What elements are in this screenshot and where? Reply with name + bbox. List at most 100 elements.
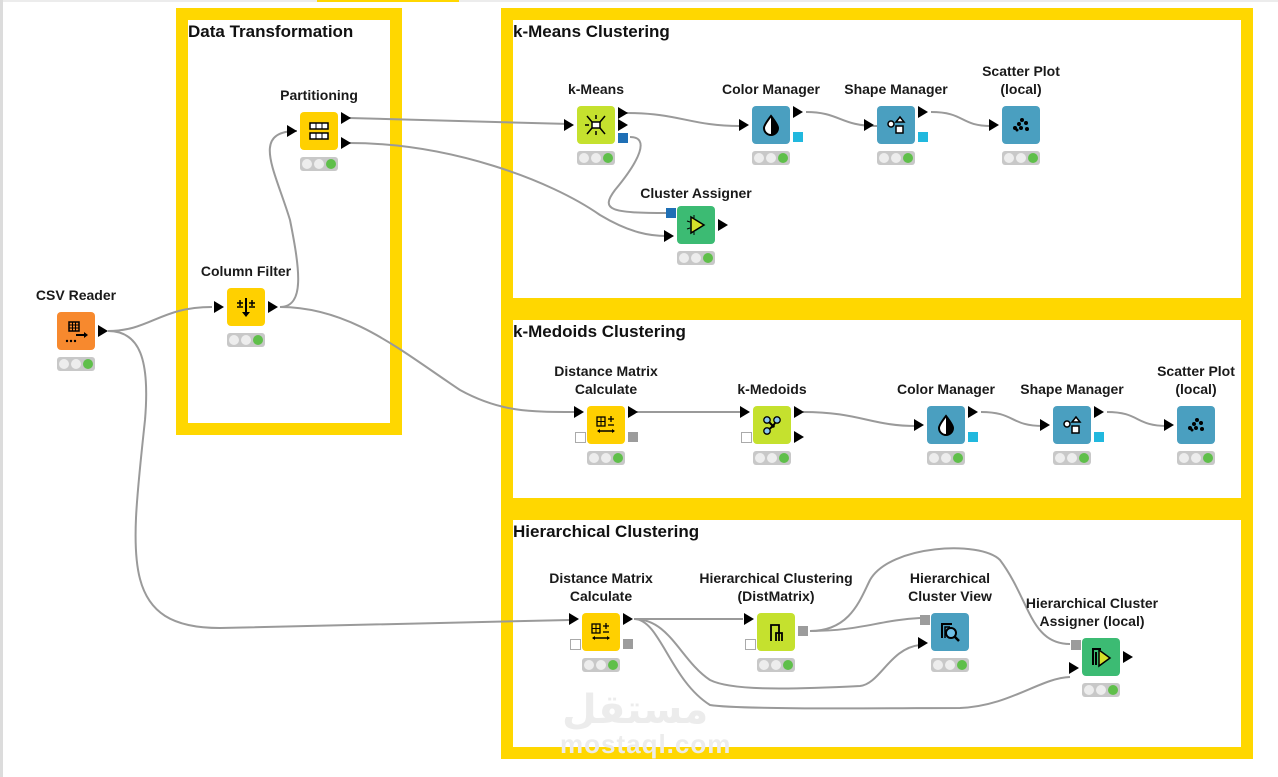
node-column-filter[interactable]: Column Filter <box>201 263 291 347</box>
watermark: مستقل mostaql.com <box>560 690 731 758</box>
label-line: Distance Matrix <box>549 570 653 586</box>
output-port[interactable] <box>1094 406 1104 418</box>
shape-model-port[interactable] <box>918 132 928 142</box>
output-port[interactable] <box>1123 651 1133 663</box>
optional-input-port[interactable] <box>575 432 586 443</box>
node-body[interactable] <box>300 112 338 150</box>
node-body[interactable] <box>927 406 965 444</box>
color-drop-icon <box>937 414 955 436</box>
status-indicator <box>57 357 95 371</box>
annotation-data-transformation[interactable]: Data Transformation <box>176 8 402 435</box>
output-port-1[interactable] <box>618 107 628 119</box>
node-cluster-assigner[interactable]: Cluster Assigner <box>640 185 752 265</box>
node-body[interactable] <box>753 406 791 444</box>
output-port[interactable] <box>98 325 108 337</box>
node-scatter-plot-1[interactable]: Scatter Plot(local) <box>982 63 1060 165</box>
node-label: Hierarchical Clustering(DistMatrix) <box>699 569 852 605</box>
input-port[interactable] <box>918 637 928 649</box>
optional-input-port[interactable] <box>745 639 756 650</box>
status-indicator <box>1082 683 1120 697</box>
node-csv-reader[interactable]: CSV Reader <box>36 287 116 371</box>
node-label: Cluster Assigner <box>640 185 752 201</box>
output-port[interactable] <box>968 406 978 418</box>
output-port[interactable] <box>918 106 928 118</box>
cluster-tree-input-port[interactable] <box>1071 640 1081 650</box>
distance-model-port[interactable] <box>628 432 638 442</box>
input-port[interactable] <box>564 119 574 131</box>
node-kmeans[interactable]: k-Means <box>564 81 628 165</box>
input-port[interactable] <box>1164 419 1174 431</box>
node-shape-manager-1[interactable]: Shape Manager <box>844 81 948 165</box>
output-port[interactable] <box>793 106 803 118</box>
node-body[interactable] <box>1002 106 1040 144</box>
input-port[interactable] <box>574 406 584 418</box>
node-body[interactable] <box>757 613 795 651</box>
shape-model-port[interactable] <box>1094 432 1104 442</box>
shapes-icon <box>887 115 906 134</box>
color-model-port[interactable] <box>968 432 978 442</box>
node-partitioning[interactable]: Partitioning <box>280 87 358 171</box>
node-body[interactable] <box>1082 638 1120 676</box>
node-body[interactable] <box>877 106 915 144</box>
color-model-port[interactable] <box>793 132 803 142</box>
label-line: (DistMatrix) <box>737 588 815 604</box>
canvas-top-border <box>0 0 1278 2</box>
input-port[interactable] <box>664 230 674 242</box>
input-port[interactable] <box>864 119 874 131</box>
output-port[interactable] <box>718 219 728 231</box>
node-scatter-plot-2[interactable]: Scatter Plot(local) <box>1157 363 1235 465</box>
output-port-1[interactable] <box>341 112 351 124</box>
output-port-1[interactable] <box>794 406 804 418</box>
input-port[interactable] <box>739 119 749 131</box>
node-body[interactable] <box>1177 406 1215 444</box>
output-port-2[interactable] <box>618 119 628 131</box>
output-port[interactable] <box>268 301 278 313</box>
output-port[interactable] <box>623 613 633 625</box>
node-body[interactable] <box>752 106 790 144</box>
partitioning-icon <box>309 122 329 140</box>
scatter-dots-icon <box>1013 118 1029 132</box>
optional-input-port[interactable] <box>741 432 752 443</box>
status-indicator <box>931 658 969 672</box>
node-body[interactable] <box>227 288 265 326</box>
input-port[interactable] <box>287 125 297 137</box>
input-port[interactable] <box>1040 419 1050 431</box>
annotation-title: k-Medoids Clustering <box>513 322 686 341</box>
node-body[interactable] <box>57 312 95 350</box>
node-body[interactable] <box>931 613 969 651</box>
model-input-port[interactable] <box>666 208 676 218</box>
node-kmedoids[interactable]: k-Medoids <box>737 381 807 465</box>
node-body[interactable] <box>577 106 615 144</box>
output-port[interactable] <box>628 406 638 418</box>
input-port[interactable] <box>569 613 579 625</box>
distance-model-port[interactable] <box>623 639 633 649</box>
node-body[interactable] <box>587 406 625 444</box>
status-indicator <box>877 151 915 165</box>
input-port[interactable] <box>214 301 224 313</box>
input-port[interactable] <box>1069 662 1079 674</box>
output-port-2[interactable] <box>341 137 351 149</box>
node-body[interactable] <box>677 206 715 244</box>
cluster-tree-port[interactable] <box>798 626 808 636</box>
node-color-manager-2[interactable]: Color Manager <box>897 381 995 465</box>
output-port-2[interactable] <box>794 431 804 443</box>
input-port[interactable] <box>744 613 754 625</box>
cluster-tree-input-port[interactable] <box>920 615 930 625</box>
model-output-port[interactable] <box>618 133 628 143</box>
label-line: Distance Matrix <box>554 363 658 379</box>
input-port[interactable] <box>914 419 924 431</box>
input-port[interactable] <box>989 119 999 131</box>
node-color-manager-1[interactable]: Color Manager <box>722 81 820 165</box>
optional-input-port[interactable] <box>570 639 581 650</box>
annotation-kmedoids-clustering[interactable]: k-Medoids Clustering <box>501 308 1253 510</box>
node-shape-manager-2[interactable]: Shape Manager <box>1020 381 1124 465</box>
label-line: Assigner (local) <box>1039 613 1145 629</box>
input-port[interactable] <box>740 406 750 418</box>
node-body[interactable] <box>582 613 620 651</box>
node-body[interactable] <box>1053 406 1091 444</box>
node-hierarchical-clustering[interactable]: Hierarchical Clustering(DistMatrix) <box>699 570 853 672</box>
